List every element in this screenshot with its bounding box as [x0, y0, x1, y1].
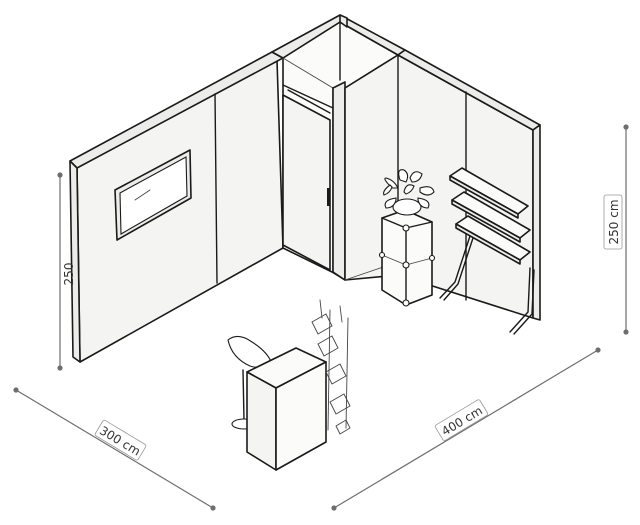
door: [282, 84, 334, 271]
counter: [246, 347, 327, 471]
height-label-right: 250 cm: [607, 199, 621, 244]
wall-shelves: [439, 167, 535, 335]
plant-stand: [378, 209, 436, 307]
brochure-rack: [311, 299, 351, 435]
height-label-left: 250: [62, 263, 76, 286]
right-wall: [344, 49, 541, 321]
door-handle: [327, 188, 330, 206]
dimension-depth: 400 cm: [331, 347, 601, 511]
dimension-height-right: 250 cm: [603, 124, 629, 335]
left-wall: [69, 51, 284, 363]
dimension-height-left: 250: [57, 172, 76, 371]
dimension-width: 300 cm: [13, 387, 216, 511]
wall-screen: [114, 149, 192, 241]
potted-plant: [383, 169, 435, 216]
